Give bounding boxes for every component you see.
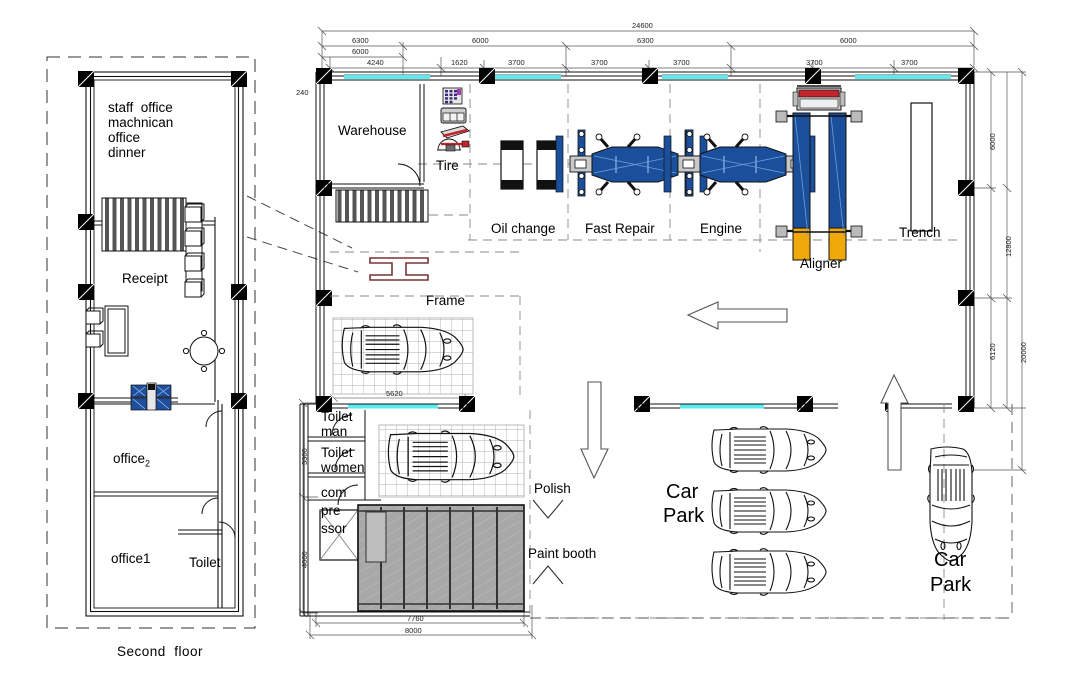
dim-right-1: 6000: [988, 133, 997, 150]
leader-lines: [246, 195, 359, 273]
second-floor-plan: [46, 56, 359, 629]
dim-overall-width: 24600: [632, 21, 653, 30]
dim-bottom-1: 7760: [407, 614, 424, 623]
parked-car-4: [927, 446, 975, 562]
car-park-label-2b: Park: [930, 574, 972, 596]
office1-label: office1: [111, 551, 151, 566]
service-room-partitions: [308, 410, 381, 506]
dim-left-1: 3300: [300, 448, 309, 465]
stair-symbol: [101, 197, 187, 252]
ground-floor-plan: [298, 26, 1027, 640]
dim-right-2: 12800: [1004, 236, 1013, 257]
site-boundary: [530, 404, 1013, 619]
receipt-label: Receipt: [122, 271, 168, 286]
toilet-label: Toilet: [189, 555, 221, 570]
dim-row4-7: 3700: [901, 58, 918, 67]
dim-right-4: 20000: [1019, 342, 1028, 363]
dim-row4-1: 4240: [367, 58, 384, 67]
tire-equipment-icons: [437, 87, 470, 152]
machnican-label: machnican: [108, 115, 174, 130]
dim-right-3: 6120: [988, 343, 997, 360]
compressor-label-1: com: [321, 485, 347, 500]
toilet-man-label: Toilet: [321, 409, 353, 424]
window-glazing: [344, 74, 951, 79]
reception-furniture: [85, 202, 226, 373]
polish-label: Polish: [534, 481, 571, 496]
trench-label: Trench: [899, 225, 941, 240]
compressor-label-2: pre: [321, 503, 341, 518]
parked-car-3: [711, 548, 827, 596]
flow-arrow-left: [686, 301, 788, 330]
car-park-label-1b: Park: [663, 505, 705, 527]
dim-row2-1: 6300: [352, 36, 369, 45]
dim-row2-2: 6000: [472, 36, 489, 45]
flow-arrow-up: [880, 373, 909, 471]
compressor-label-3: ssor: [321, 521, 347, 536]
car-park-label-2a: Car: [934, 549, 967, 571]
dim-bay-width: 5620: [386, 389, 403, 398]
dim-row4-6: 3700: [806, 58, 823, 67]
office2-label: office2: [113, 451, 151, 469]
toilet-man-label2: man: [321, 424, 348, 439]
dinner-label: dinner: [108, 145, 146, 160]
engine-label: Engine: [700, 221, 743, 236]
dim-row2-4: 6000: [840, 36, 857, 45]
polish-bay: [378, 424, 525, 498]
frame-label: Frame: [426, 293, 466, 308]
aligner-label: Aligner: [800, 256, 843, 271]
toilet-women-label2: women: [321, 460, 365, 475]
oil-change-label: Oil change: [491, 221, 556, 236]
right-dimension-chains: [974, 67, 1027, 475]
parked-car-2: [711, 487, 827, 535]
second-floor-title: Second floor: [117, 644, 204, 659]
dim-row4-3: 3700: [508, 58, 525, 67]
staff-office-label: staff office: [108, 100, 173, 115]
trench-pit: [910, 102, 933, 232]
paint-booth: [357, 504, 525, 612]
ground-stair-symbol: [335, 189, 429, 223]
paint-booth-label: Paint booth: [528, 546, 597, 561]
scissor-lift-engine: [663, 129, 816, 197]
warehouse-walls: [324, 84, 425, 189]
dim-row4-5: 3700: [673, 58, 690, 67]
car-park-label-1a: Car: [666, 481, 699, 503]
dim-bottom-2: 8000: [405, 626, 422, 635]
booth-leader-marks: [532, 499, 564, 585]
frame-bay: [332, 317, 474, 395]
cabinet-cluster: [130, 382, 172, 411]
dim-wall-offset: 240: [296, 88, 309, 97]
oil-change-pit-rails: [500, 140, 560, 190]
tire-label: Tire: [436, 158, 459, 173]
office-label: office: [108, 130, 141, 145]
parked-car-1: [711, 426, 827, 474]
dim-row4-2: 1620: [451, 58, 468, 67]
frame-ibeam-symbol: [369, 257, 429, 281]
interior-glazed-wall: [332, 403, 952, 409]
aligner-lift: [775, 85, 863, 261]
flow-arrow-down: [580, 381, 609, 480]
dim-row4-4: 3700: [591, 58, 608, 67]
dim-row2-3: 6300: [637, 36, 654, 45]
dim-left-2: 4000: [300, 551, 309, 568]
toilet-women-label: Toilet: [321, 445, 353, 460]
dim-row3-1: 6000: [352, 47, 369, 56]
warehouse-label: Warehouse: [338, 123, 407, 138]
fast-repair-label: Fast Repair: [585, 221, 655, 236]
